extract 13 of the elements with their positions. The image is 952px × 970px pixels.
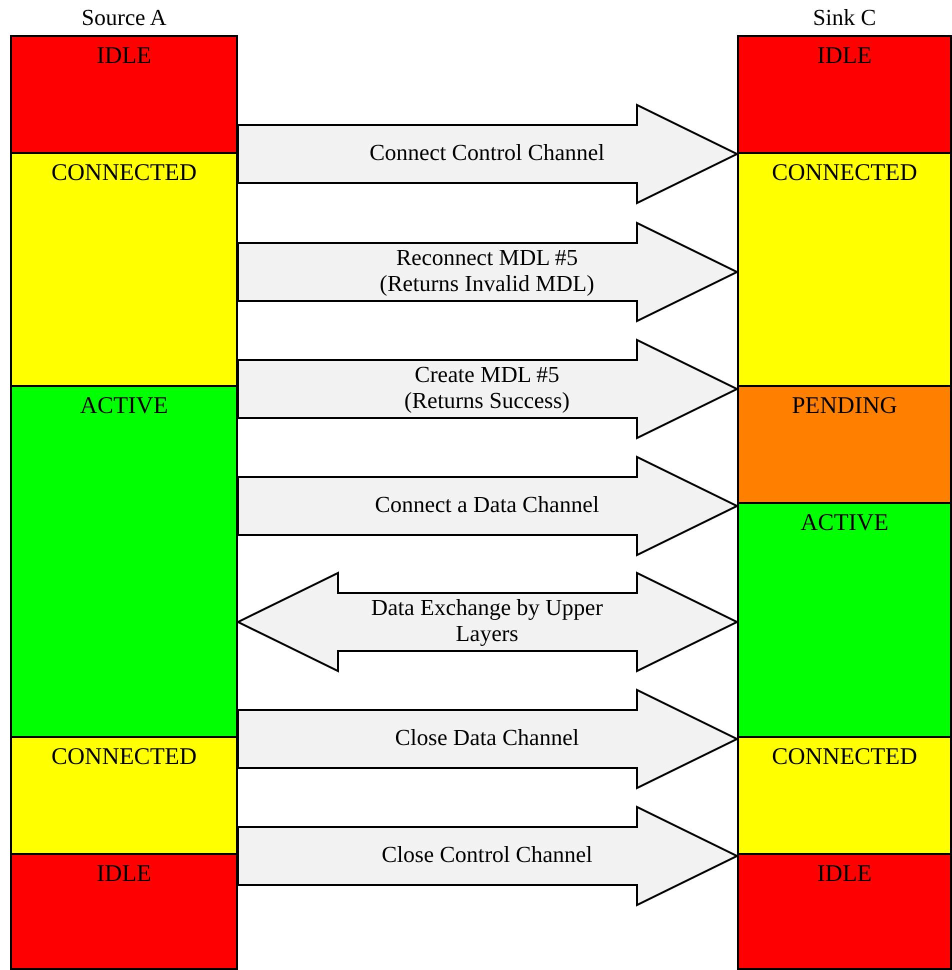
column-heading: Source A xyxy=(80,4,168,32)
state-box: PENDING xyxy=(737,385,952,504)
state-box: IDLE xyxy=(737,35,952,154)
state-box: CONNECTED xyxy=(10,152,238,387)
state-box: CONNECTED xyxy=(737,152,952,387)
state-box: ACTIVE xyxy=(10,385,238,738)
state-box: IDLE xyxy=(10,853,238,970)
state-box: CONNECTED xyxy=(10,736,238,855)
state-box: IDLE xyxy=(10,35,238,154)
state-box: CONNECTED xyxy=(737,736,952,855)
state-box: IDLE xyxy=(737,853,952,970)
state-box: ACTIVE xyxy=(737,502,952,738)
column-heading: Sink C xyxy=(812,4,878,32)
